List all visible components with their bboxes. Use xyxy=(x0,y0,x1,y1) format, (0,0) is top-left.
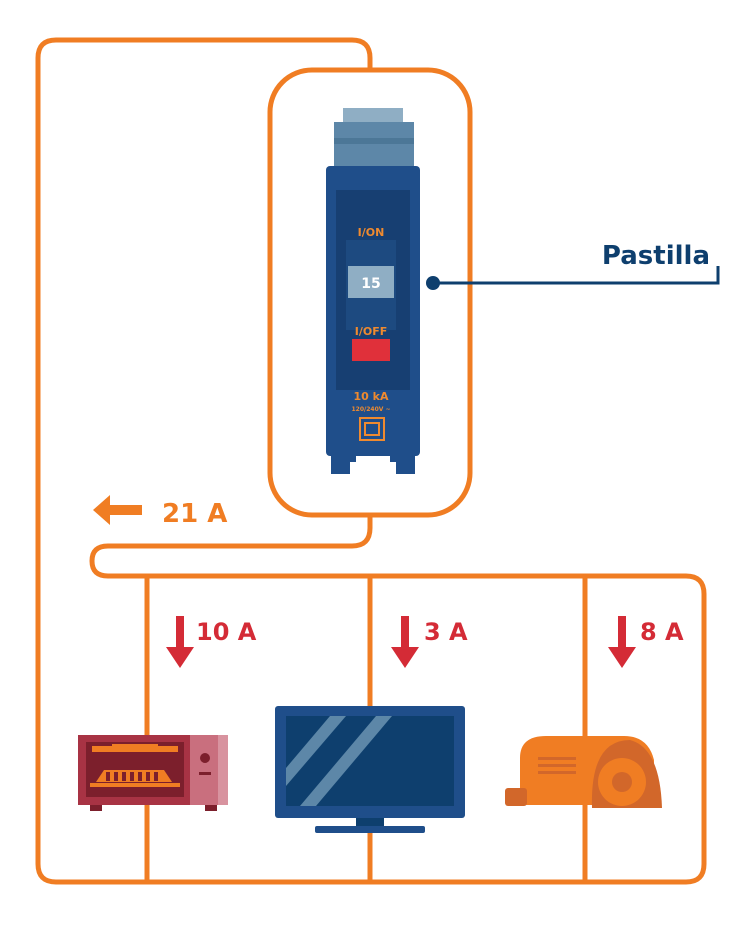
branch-current-3: 8 A xyxy=(608,616,684,668)
toaster-oven-icon xyxy=(78,735,228,811)
total-current: 21 A xyxy=(93,495,227,529)
breaker-rating: 15 xyxy=(361,276,380,292)
branch-2-arrow xyxy=(391,616,419,668)
breaker-capacity: 10 kA xyxy=(354,390,389,403)
branch-3-label: 8 A xyxy=(640,618,684,646)
breaker-rating-plate xyxy=(348,266,394,298)
branch-2-label: 3 A xyxy=(424,618,468,646)
circuit-breaker: I/ON 15 I/OFF 10 kA 120/240V ~ xyxy=(326,108,420,474)
vacuum-cleaner-icon xyxy=(505,736,662,808)
branch-1-arrow xyxy=(166,616,194,668)
outer-wire-loop xyxy=(35,37,707,885)
total-current-arrow xyxy=(93,495,142,525)
branch-current-1: 10 A xyxy=(166,616,257,668)
breaker-off-label: I/OFF xyxy=(355,325,388,338)
breaker-feet xyxy=(331,456,415,474)
branch-1-label: 10 A xyxy=(196,618,257,646)
branch-current-2: 3 A xyxy=(391,616,468,668)
total-current-label: 21 A xyxy=(162,499,227,529)
television-icon xyxy=(275,706,465,833)
breaker-voltage: 120/240V ~ xyxy=(352,406,391,413)
breaker-on-label: I/ON xyxy=(358,226,385,239)
callout-line xyxy=(433,266,720,285)
callout-label: Pastilla xyxy=(602,241,710,271)
breaker-frame xyxy=(267,67,473,518)
branch-3-arrow xyxy=(608,616,636,668)
breaker-logo-outer xyxy=(359,417,385,441)
breaker-callout: Pastilla xyxy=(426,241,720,290)
breaker-off-indicator xyxy=(352,339,390,361)
breaker-logo-inner xyxy=(364,422,380,436)
